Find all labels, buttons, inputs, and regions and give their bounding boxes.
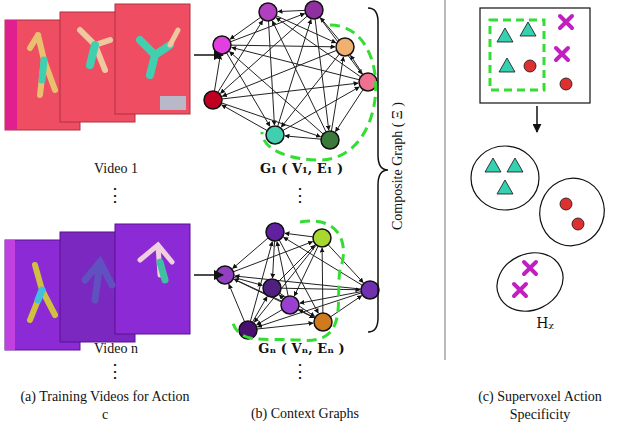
training-video: Video n: [40, 222, 192, 358]
video-frames: [5, 4, 190, 130]
dashed-group: [232, 221, 343, 340]
panel-caption: (b) Context Graphs: [220, 405, 390, 423]
graph-edge: [279, 293, 314, 316]
dashed-group: [262, 25, 376, 160]
graph-edge: [272, 21, 326, 132]
ellipsis: ⋮: [290, 186, 310, 204]
graph-vertex: [361, 281, 379, 299]
graph-edge: [285, 233, 313, 237]
video-label: Video n: [94, 340, 138, 358]
rotated-label: Composite Graph ( Ξ ): [389, 110, 407, 230]
ellipsis: ⋮: [290, 362, 310, 380]
graph-edge: [328, 245, 363, 283]
graph-vertex: [313, 229, 331, 247]
graph-edge: [222, 105, 267, 131]
brace: [368, 8, 388, 332]
graph-edge: [315, 19, 329, 130]
graph-edge: [285, 136, 321, 139]
graph-vertex: [204, 91, 222, 109]
graph-edge: [229, 284, 245, 321]
graph-edge: [227, 53, 270, 127]
graph-edge: [214, 55, 220, 91]
training-video: Video 1: [40, 0, 192, 178]
video-frames: [5, 224, 190, 350]
graph-edge: [218, 20, 263, 92]
graph-label: Gₙ ( Vₙ, Eₙ ): [258, 340, 344, 358]
graph-edge: [231, 45, 335, 47]
graph-edge: [320, 18, 339, 40]
graph-edge: [283, 87, 359, 131]
specificity-figure: [471, 8, 614, 322]
graph-edge: [335, 90, 363, 132]
graph-edge: [233, 242, 312, 272]
graph-edge: [331, 57, 343, 131]
graph-vertex: [281, 296, 299, 314]
context-graph: Gₙ ( Vₙ, Eₙ ): [225, 222, 378, 358]
context-graphs: [204, 1, 379, 339]
ellipsis: ⋮: [105, 362, 125, 380]
graph-edge: [279, 240, 318, 313]
cluster-label: Hᵪ: [525, 314, 565, 332]
graph-edge: [252, 297, 267, 323]
graph-edge: [330, 296, 361, 317]
graph-edge: [299, 310, 315, 318]
arrow-connector: [194, 54, 223, 56]
graph-edge: [269, 21, 275, 125]
graph-vertex: [263, 279, 281, 297]
graph-vertex: [213, 36, 231, 54]
graph-edge: [257, 310, 283, 325]
graph-edge: [319, 17, 362, 74]
ellipsis: ⋮: [105, 186, 125, 204]
graph-vertex: [266, 126, 284, 144]
graph-vertex: [305, 1, 323, 19]
panel-caption: (c) Supervoxel Action Specificity: [475, 388, 605, 424]
graph-vertex: [266, 223, 284, 241]
video-label: Video 1: [94, 160, 138, 178]
graph-vertex: [321, 131, 339, 149]
graph-edge: [300, 292, 361, 303]
graph-edge: [233, 238, 269, 269]
panel-caption: (a) Training Videos for Action c: [20, 388, 190, 424]
graph-vertex: [336, 38, 354, 56]
graph-edge: [278, 10, 305, 11]
graph-edge: [273, 241, 275, 278]
graph-edge: [258, 293, 362, 327]
graph-vertex: [259, 3, 277, 21]
divider: [445, 0, 446, 360]
context-graph: G₁ ( V₁, E₁ ): [225, 0, 378, 178]
graph-edge: [281, 54, 339, 127]
graph-edge: [222, 50, 336, 96]
graph-edge: [281, 288, 360, 290]
graph-edge: [350, 55, 363, 74]
arrow-connector: [194, 274, 223, 276]
graph-vertex: [314, 313, 332, 331]
graph-edge: [322, 248, 324, 313]
graph-label: G₁ ( V₁, E₁ ): [260, 160, 343, 178]
graph-edge: [257, 323, 313, 329]
